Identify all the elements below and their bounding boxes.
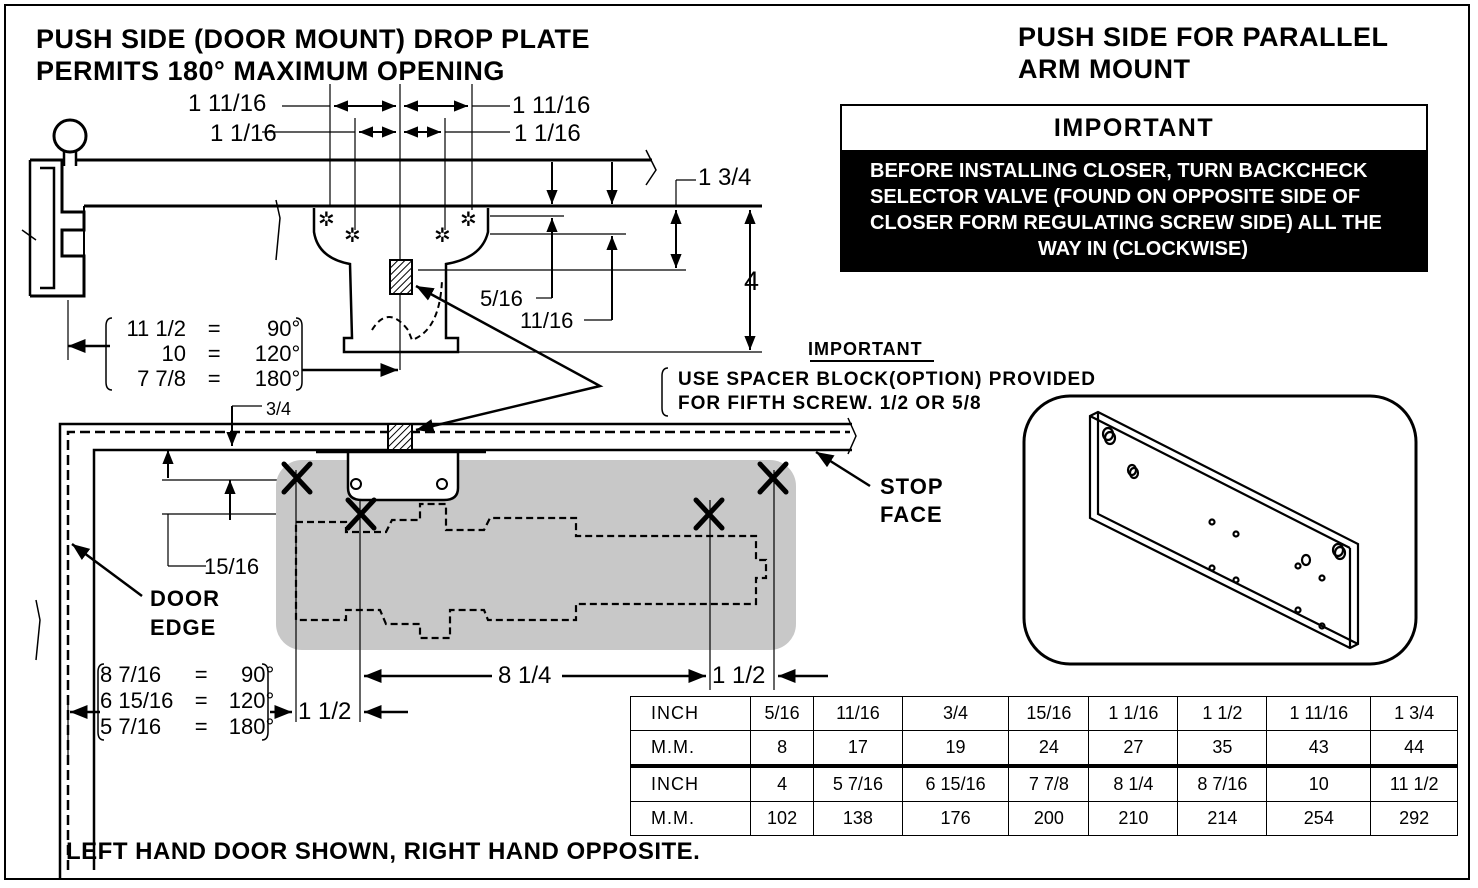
drawing-frame [4,4,1470,880]
dim-4: 4 [744,266,760,296]
table-row: INCH 4 5 7/16 6 15/16 7 7/8 8 1/4 8 7/16… [629,764,1458,802]
conversion-table: INCH 5/16 11/16 3/4 15/16 1 1/16 1 1/2 1… [629,696,1458,836]
stop-face-label-2: FACE [880,502,943,527]
screw-mark-x [345,497,377,531]
screw-mark-x [693,497,725,531]
stop-face-label-1: STOP [880,474,944,499]
angle-row-top: 7 7/8 = 180° [137,366,301,391]
dim-1-1-16-left: 1 1/16 [210,120,277,147]
footer-note: LEFT HAND DOOR SHOWN, RIGHT HAND OPPOSIT… [66,838,701,865]
screw-icon: ✲ [434,223,451,247]
important-box: IMPORTANT BEFORE INSTALLING CLOSER, TURN… [840,104,1428,272]
dim-1-1-2-right: 1 1/2 [712,662,766,689]
angle-row-bottom: 8 7/16 = 90° [100,662,275,687]
screw-icon: ✲ [344,223,361,247]
door-edge-label-2: EDGE [150,615,217,640]
table-row: M.M. 8 17 19 24 27 35 43 44 [629,730,1458,767]
header-right-line1: PUSH SIDE FOR PARALLEL [1018,22,1389,52]
screw-mark-x [757,461,789,495]
important-line: CLOSER FORM REGULATING SCREW SIDE) ALL T… [870,212,1382,234]
spacer-note-heading: IMPORTANT [808,339,923,359]
spacer-note-line1: USE SPACER BLOCK(OPTION) PROVIDED [678,369,1096,390]
spacer-block-bottom [387,423,413,451]
drop-plate-illustration [1088,410,1360,650]
header-left-line2: PERMITS 180° MAXIMUM OPENING [36,56,505,86]
important-body: BEFORE INSTALLING CLOSER, TURN BACKCHECK… [842,150,1426,270]
screw-icon: ✲ [460,207,477,231]
spacer-block-top [389,259,413,295]
dim-1-3-4: 1 3/4 [698,164,752,191]
door-edge-label-1: DOOR [150,586,220,611]
important-line: SELECTOR VALVE (FOUND ON OPPOSITE SIDE O… [870,186,1361,208]
dim-8-1-4: 8 1/4 [498,662,552,689]
dim-5-16: 5/16 [480,286,523,311]
dim-11-16: 11/16 [520,308,574,333]
dim-1-1-2-left: 1 1/2 [298,698,352,725]
angle-row-top: 11 1/2 = 90° [126,316,301,341]
drop-plate-profile [312,208,490,354]
important-line: WAY IN (CLOCKWISE) [1037,238,1248,260]
angle-row-bottom: 6 15/16 = 120° [100,688,275,713]
closer-outline [294,502,768,640]
header-left-line1: PUSH SIDE (DOOR MOUNT) DROP PLATE [36,24,591,54]
dim-1-11-16-right: 1 11/16 [512,92,591,119]
closer-mounting-area [276,460,796,650]
angle-row-top: 10 = 120° [161,341,301,366]
important-heading: IMPORTANT [1053,113,1215,142]
hinge-knob [52,118,88,154]
table-row: INCH 5/16 11/16 3/4 15/16 1 1/16 1 1/2 1… [629,696,1458,731]
spacer-note-line2: FOR FIFTH SCREW. 1/2 OR 5/8 [678,393,982,414]
dim-1-11-16-left: 1 11/16 [188,90,267,117]
screw-mark-x [281,461,313,495]
header-right-line2: ARM MOUNT [1018,54,1191,84]
table-row: M.M. 102 138 176 200 210 214 254 292 [629,801,1458,836]
angle-row-bottom: 5 7/16 = 180° [100,714,275,739]
dim-3-4: 3/4 [266,399,292,419]
dim-15-16: 15/16 [204,554,260,579]
dim-1-1-16-right: 1 1/16 [514,120,581,147]
important-line: BEFORE INSTALLING CLOSER, TURN BACKCHECK [870,160,1368,182]
screw-icon: ✲ [318,207,335,231]
